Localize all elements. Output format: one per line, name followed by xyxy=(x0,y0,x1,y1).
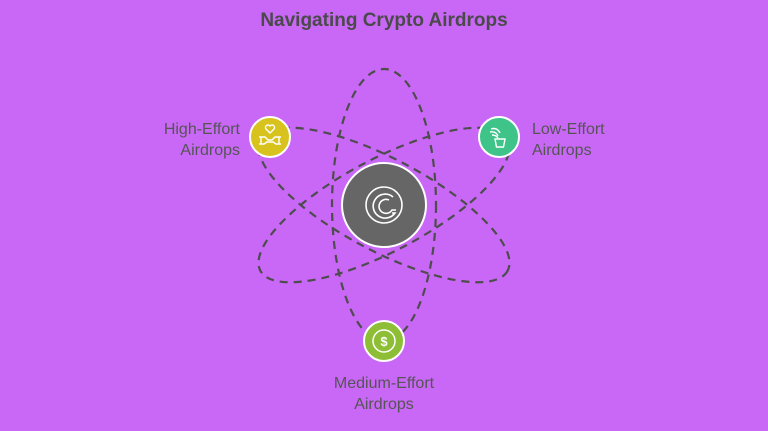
medium-effort-label: Medium-Effort Airdrops xyxy=(304,373,464,415)
high-effort-label-line1: High-Effort xyxy=(163,121,240,138)
medium-effort-label-line2: Airdrops xyxy=(354,396,414,413)
seedling-pot-icon xyxy=(489,127,506,148)
low-effort-node xyxy=(478,116,520,158)
high-effort-node xyxy=(249,116,291,158)
low-effort-label-line1: Low-Effort xyxy=(532,121,605,138)
high-effort-label: High-Effort Airdrops xyxy=(130,119,240,161)
high-effort-label-line2: Airdrops xyxy=(180,142,240,159)
crypto-coin-icon xyxy=(365,186,403,224)
low-effort-label-line2: Airdrops xyxy=(532,142,592,159)
center-node xyxy=(341,162,427,248)
dollar-coin-icon: $ xyxy=(372,329,396,353)
svg-text:$: $ xyxy=(380,334,388,349)
hands-heart-icon xyxy=(259,124,281,145)
medium-effort-label-line1: Medium-Effort xyxy=(333,375,435,392)
low-effort-label: Low-Effort Airdrops xyxy=(532,119,642,161)
medium-effort-node: $ xyxy=(363,320,405,362)
diagram-title: Navigating Crypto Airdrops xyxy=(260,10,508,31)
